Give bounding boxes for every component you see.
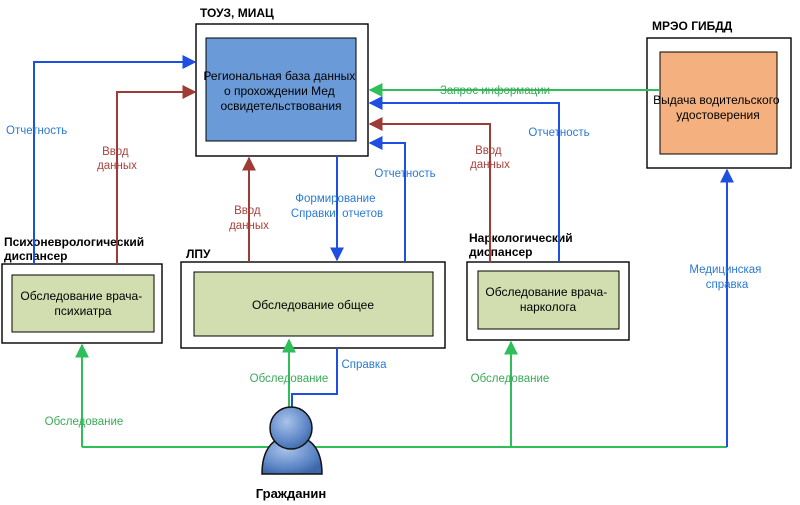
psycho-line-2: психиатра <box>54 304 111 318</box>
label-lpu-input-1: Ввод <box>234 205 261 217</box>
label-lpu-report: Отчетность <box>374 168 435 180</box>
connectors <box>33 55 734 448</box>
label-psycho-report: Отчетность <box>6 125 67 137</box>
label-lpu-forming: Формирование Справки, отчетов <box>291 193 383 220</box>
narco-title-line-1: Наркологический <box>469 231 573 245</box>
lpu-exam-box <box>193 271 434 337</box>
edge-psycho-report <box>33 55 197 264</box>
label-lpu-input: Ввод данных <box>229 205 269 232</box>
psycho-text: Обследование врача- психиатра <box>20 289 145 318</box>
citizen-label: Гражданин <box>256 486 326 501</box>
node-psycho: Психоневрологический диспансер Обследова… <box>1 235 163 344</box>
edge-labels: Отчетность Ввод данных Ввод данных Форми… <box>6 85 764 428</box>
person-icon <box>261 406 323 475</box>
label-lpu-forming-1: Формирование <box>295 193 375 205</box>
label-medical-cert-1: Медицинская <box>689 264 761 276</box>
label-psycho-input-2: данных <box>97 160 137 172</box>
label-lpu-exam: Обследование <box>250 373 329 385</box>
narco-title-line-2: диспансер <box>469 245 533 259</box>
psycho-title-line-1: Психоневрологический <box>4 235 144 249</box>
edge-narco-report <box>368 96 560 262</box>
label-lpu-input-2: данных <box>229 220 269 232</box>
narco-title: Наркологический диспансер <box>469 231 576 259</box>
label-certificate: Справка <box>341 359 387 371</box>
edge-psycho-input <box>116 85 197 264</box>
node-narco: Наркологический диспансер Обследование в… <box>466 231 630 341</box>
mreo-line-2: удостоверения <box>676 108 759 122</box>
label-psycho-exam: Обследование <box>45 416 124 428</box>
mreo-line-1: Выдача водительского <box>653 93 780 107</box>
label-info-request: Запрос информации <box>440 85 550 97</box>
label-narco-input-2: данных <box>470 159 510 171</box>
touz-text: Региональная база данных о прохождении М… <box>203 69 358 113</box>
label-narco-report: Отчетность <box>528 127 589 139</box>
mreo-title: МРЭО ГИБДД <box>652 19 733 33</box>
narco-text: Обследование врача- нарколога <box>485 285 610 314</box>
label-narco-input: Ввод данных <box>470 145 510 171</box>
label-psycho-input: Ввод данных <box>97 146 137 172</box>
psycho-line-1: Обследование врача- <box>20 289 142 303</box>
label-narco-exam: Обследование <box>471 373 550 385</box>
label-psycho-input-1: Ввод <box>102 146 129 158</box>
narco-line-1: Обследование врача- <box>485 285 607 299</box>
node-mreo: МРЭО ГИБДД Выдача водительского удостове… <box>646 19 792 169</box>
node-lpu: ЛПУ Обследование общее <box>180 247 446 349</box>
mreo-text: Выдача водительского удостоверения <box>653 93 783 122</box>
psycho-title: Психоневрологический диспансер <box>4 235 147 263</box>
psycho-exam-box <box>11 274 155 333</box>
touz-line-3: освидетельствования <box>220 99 341 113</box>
lpu-title: ЛПУ <box>186 247 211 261</box>
node-citizen: Гражданин <box>256 406 326 501</box>
edge-lpu-report <box>368 136 406 262</box>
narco-exam-box <box>477 270 620 330</box>
touz-line-2: о прохождении Мед <box>224 84 335 98</box>
label-medical-cert: Медицинская справка <box>689 264 764 291</box>
label-lpu-forming-2: Справки, отчетов <box>291 208 383 220</box>
mreo-issue-box <box>659 51 778 155</box>
node-touz: ТОУЗ, МИАЦ Региональная база данных о пр… <box>195 6 369 157</box>
psycho-title-line-2: диспансер <box>4 249 68 263</box>
touz-title: ТОУЗ, МИАЦ <box>200 6 274 20</box>
label-narco-input-1: Ввод <box>475 145 502 157</box>
edge-narco-input <box>368 117 491 262</box>
touz-database-box <box>205 37 357 142</box>
lpu-line-1: Обследование общее <box>252 298 374 312</box>
narco-line-2: нарколога <box>520 300 577 314</box>
touz-line-1: Региональная база данных <box>203 69 355 83</box>
label-medical-cert-2: справка <box>706 279 749 291</box>
